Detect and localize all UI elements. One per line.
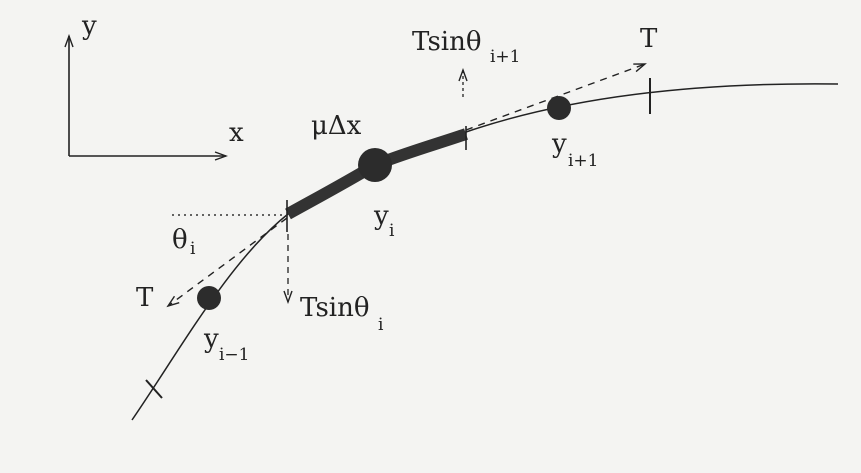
- tension-right-label: T: [640, 24, 658, 54]
- node-next-subscript: i+1: [568, 151, 599, 171]
- mass-element-label: μΔx: [311, 111, 362, 141]
- node-center: [358, 148, 392, 182]
- node-prev: [197, 286, 221, 310]
- tension-vector-left: [168, 217, 288, 306]
- force-down-label: Tsinθ: [300, 293, 370, 323]
- theta-i-label: θ: [172, 225, 188, 255]
- y-axis-label: y: [81, 11, 97, 41]
- node-center-label: y: [373, 201, 389, 231]
- node-next-label: y: [551, 129, 567, 159]
- force-down-subscript: i: [378, 315, 384, 335]
- force-up-label: Tsinθ: [412, 27, 482, 57]
- node-center-subscript: i: [389, 221, 395, 241]
- tension-left-label: T: [136, 283, 154, 313]
- force-up-subscript: i+1: [490, 47, 521, 67]
- node-prev-label: y: [203, 324, 219, 354]
- tick-mark-bottom: [145, 379, 163, 399]
- node-next: [547, 96, 571, 120]
- node-prev-subscript: i−1: [219, 345, 250, 365]
- x-axis-label: x: [229, 118, 244, 148]
- theta-i-subscript: i: [190, 239, 196, 259]
- axes: y x: [69, 11, 244, 156]
